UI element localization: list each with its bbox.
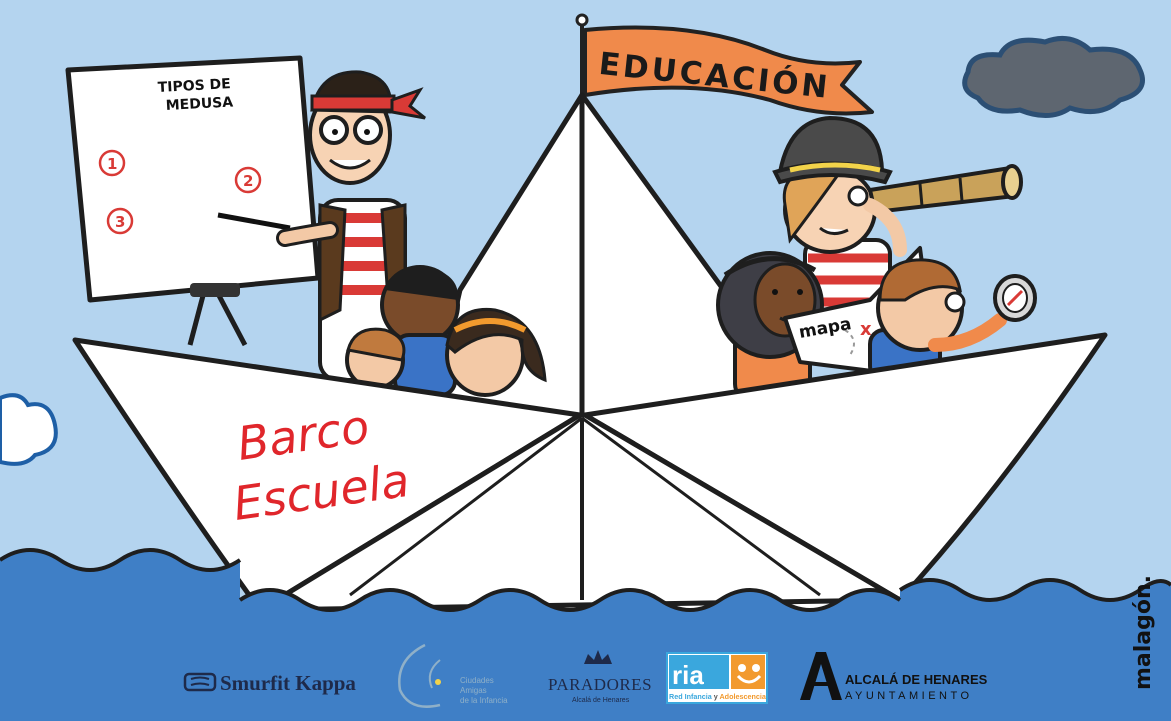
alcala-line2: AYUNTAMIENTO xyxy=(845,690,973,702)
ria-sub-3: Adolescencia xyxy=(719,692,766,701)
white-cloud xyxy=(0,393,58,466)
ria-sub-2: y xyxy=(712,692,720,701)
paradores-sub: Alcalá de Henares xyxy=(572,697,630,704)
alcala-a-logo xyxy=(800,652,842,700)
ria-sub-1: Red Infancia xyxy=(669,692,713,701)
telescope-icon xyxy=(867,164,1023,215)
ciudades-line2: Amigas xyxy=(460,686,487,695)
ria-logo xyxy=(666,652,768,704)
kids-left-group xyxy=(345,265,547,397)
board-number-1: 1 xyxy=(107,155,117,173)
board-title-line2: MEDUSA xyxy=(165,94,233,114)
board-number-2: 2 xyxy=(243,172,253,190)
smurfit-kappa-logo xyxy=(183,672,217,692)
ciudades-line3: de la Infancia xyxy=(460,696,508,705)
ria-sub-text: Red Infancia y Adolescencia xyxy=(669,692,767,701)
ciudades-line1: Ciudades xyxy=(460,676,494,685)
board-number-3: 3 xyxy=(115,213,125,231)
ria-logo-text: ria xyxy=(672,660,704,690)
compass-icon xyxy=(993,274,1037,322)
paradores-text: PARADORES xyxy=(548,675,652,694)
board-title-line1: TIPOS DE xyxy=(157,76,231,96)
paradores-crown-icon xyxy=(584,650,612,664)
board-number-circles xyxy=(98,149,262,235)
alcala-line1: ALCALÁ DE HENARES xyxy=(845,672,988,687)
map-mark: x xyxy=(860,319,872,340)
smurfit-kappa-text: Smurfit Kappa xyxy=(220,671,356,695)
dark-cloud xyxy=(962,35,1145,118)
education-flag xyxy=(575,13,874,116)
artist-signature: malagón. xyxy=(1131,575,1156,690)
ciudades-amigas-logo xyxy=(398,643,441,708)
